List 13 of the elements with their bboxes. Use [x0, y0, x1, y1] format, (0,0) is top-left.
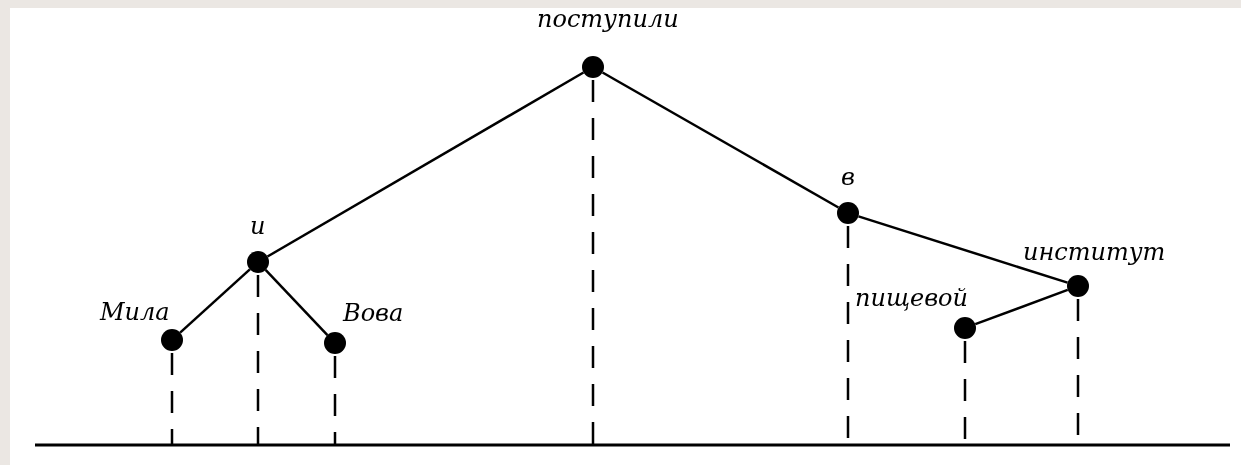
tree-branch: [266, 71, 585, 258]
tree-branch: [974, 288, 1069, 326]
tree-branch: [179, 268, 251, 334]
tree-branch: [858, 215, 1068, 284]
word-label: в: [841, 163, 855, 191]
word-label: Мила: [100, 298, 170, 326]
word-label: Вова: [343, 299, 404, 327]
tree-branch: [601, 71, 840, 209]
word-label: поступили: [537, 5, 679, 33]
word-label: и: [250, 212, 266, 240]
word-label: пищевой: [855, 284, 968, 312]
word-label: институт: [1023, 238, 1166, 266]
tree-branch: [264, 269, 329, 336]
